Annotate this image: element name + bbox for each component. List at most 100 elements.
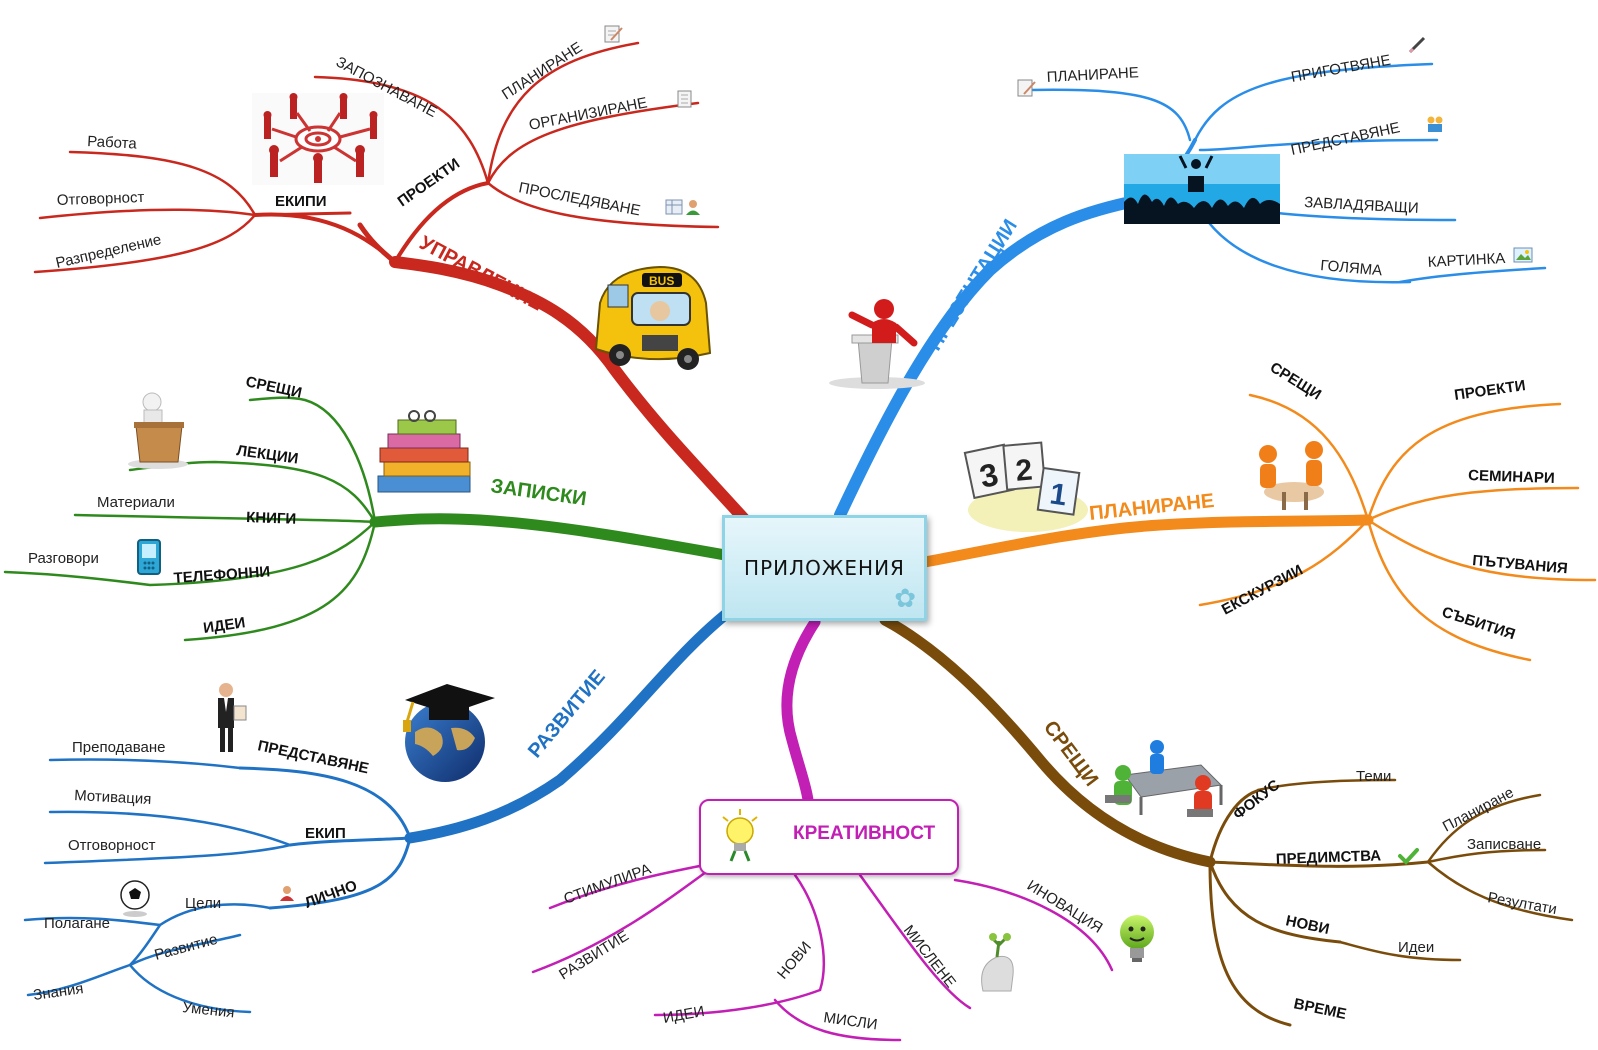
creativity-item-idei: ИДЕИ	[662, 1003, 706, 1027]
meetings-focus-line	[1208, 788, 1262, 864]
projects-item-planirane-line	[486, 41, 640, 185]
meetings-adv-rezultati-line	[1426, 860, 1574, 922]
planning-item-ekskurzii-line	[1198, 518, 1370, 607]
table-user-icon	[665, 199, 700, 215]
calendar-digit-1: 1	[1048, 477, 1069, 512]
creativity-item-misli-line	[773, 998, 902, 1042]
concert-crowd-image	[1124, 154, 1280, 224]
projects-item-zapoznavane-line	[313, 75, 490, 185]
development-team-item-otgovornost: Отговорност	[68, 837, 156, 854]
calendar-countdown-image: 3 2 1	[963, 441, 1088, 532]
meetings-time-line	[1208, 860, 1292, 1027]
development-presenting-prepodavane-line	[48, 758, 242, 770]
branch-notes	[3, 396, 731, 642]
teams-item-otgovornost: Отговорност	[57, 189, 145, 209]
planning-item-seminari-line	[1366, 486, 1580, 522]
development-personal-znaniya-line	[26, 963, 132, 997]
team-target-image	[252, 93, 384, 185]
presentations-item-golyama: ГОЛЯМА	[1320, 257, 1383, 279]
meetings-focus-tema-line	[1256, 778, 1397, 792]
development-team-item-motivaciya: Мотивация	[74, 787, 152, 808]
development-personal-item-razvitie: Развитие	[153, 931, 220, 964]
development-team-line	[288, 836, 412, 847]
presentations-item-predstavyane: ПРЕДСТАВЯНЕ	[1289, 119, 1401, 159]
meetings-focus-label: ФОКУС	[1230, 776, 1283, 823]
meetings-adv-zapisvane-line	[1426, 848, 1547, 864]
planning-main-line	[919, 514, 1374, 568]
management-main-line	[389, 256, 751, 526]
development-presenting-line	[238, 766, 412, 840]
presentations-item-kartinka-line	[1398, 266, 1547, 284]
planning-item-patuvaniya: ПЪТУВАНИЯ	[1472, 552, 1569, 577]
notes-item-telefonni-line	[3, 520, 377, 587]
notes-item-telefonni: ТЕЛЕФОННИ	[173, 563, 271, 587]
bus-sign-text: BUS	[649, 274, 674, 288]
planning-item-sreshti: СРЕЩИ	[1267, 359, 1324, 404]
notes-label: ЗАПИСКИ	[489, 475, 588, 510]
soccer-ball-image	[120, 880, 150, 917]
creativity-item-stimulira: СТИМУЛИРА	[562, 861, 654, 908]
plant-head-image	[981, 933, 1014, 992]
person-icon	[280, 886, 294, 901]
projects-item-prosledyavane-line	[486, 181, 720, 229]
development-personal-line	[268, 836, 412, 910]
projects-connector	[393, 181, 490, 264]
list-document-icon	[677, 90, 692, 108]
meetings-adv-item-planirane: Планиране	[1440, 784, 1517, 836]
teams-label: ЕКИПИ	[275, 193, 327, 210]
branch-planning	[919, 393, 1597, 662]
creativity-topic-box[interactable]: КРЕАТИВНОСТ	[699, 799, 959, 875]
central-topic-label: ПРИЛОЖЕНИЯ	[744, 556, 905, 580]
creativity-item-novi: НОВИ	[774, 938, 815, 982]
speaker-podium-image	[829, 299, 925, 389]
development-team-motivaciya-line	[48, 810, 292, 847]
teams-item-otgovornost-line	[38, 208, 257, 220]
notes-item-knigi: КНИГИ	[246, 509, 297, 528]
development-personal-celi-line	[158, 903, 272, 927]
meetings-adv-item-zapisvane: Записване	[1467, 836, 1541, 853]
lecturer-desk-image	[128, 392, 188, 469]
note-pencil-icon	[604, 25, 623, 43]
planning-item-sreshti-line	[1248, 393, 1370, 522]
notes-item-sreshti-line	[248, 396, 377, 524]
note-pencil-icon	[1017, 79, 1036, 97]
presentations-item-zavladyavashti: ЗАВЛАДЯВАЩИ	[1304, 194, 1419, 217]
calendar-digit-2: 2	[1014, 453, 1034, 487]
planning-item-seminari: СЕМИНАРИ	[1468, 467, 1555, 487]
teams-item-rabota-line	[68, 150, 257, 217]
planning-item-patuvaniya-line	[1366, 518, 1597, 582]
teams-item-razpredelenie-line	[33, 213, 257, 274]
meetings-focus-item-temi: Теми	[1356, 768, 1391, 785]
branch-meetings	[879, 614, 1574, 1027]
development-personal-item-celi: Цели	[185, 895, 221, 912]
lightbulb-icon	[722, 809, 758, 862]
notes-main-line	[369, 513, 731, 561]
development-team-label: ЕКИП	[305, 825, 346, 842]
teams-underline	[253, 211, 352, 217]
creativity-item-novi-line	[793, 873, 826, 992]
creativity-item-inovaciya: ИНОВАЦИЯ	[1024, 877, 1106, 937]
books-stack-image	[377, 410, 471, 493]
mobile-phone-icon	[137, 539, 161, 575]
notes-item-idei: ИДЕИ	[202, 614, 246, 637]
planning-item-ekskurzii: ЕКСКУРЗИИ	[1219, 562, 1306, 619]
planning-item-proekti-line	[1366, 402, 1562, 522]
school-bus-image: BUS	[594, 265, 712, 370]
presenter-people-icon	[1427, 116, 1443, 132]
central-topic-box[interactable]: ПРИЛОЖЕНИЯ ✿	[722, 515, 927, 621]
creativity-main-line	[781, 616, 821, 806]
development-personal-item-znaniya: Знания	[32, 980, 84, 1004]
presentations-item-predstavyane-line	[1198, 138, 1439, 152]
businessman-image	[218, 683, 247, 752]
pencil-icon	[1408, 36, 1426, 54]
projects-label: ПРОЕКТИ	[395, 155, 464, 210]
presentations-item-planirane: ПЛАНИРАНЕ	[1046, 64, 1139, 86]
planning-item-sabitiya-line	[1366, 518, 1532, 662]
creativity-item-mislene-line	[858, 873, 972, 1010]
presentations-item-golyama-line	[1198, 208, 1412, 284]
notes-item-knigi-line	[73, 513, 377, 524]
teams-item-rabota: Работа	[87, 133, 138, 153]
presentations-label: ПРЕЗЕНТАЦИИ	[924, 216, 1022, 355]
development-team-otgovornost-line	[43, 843, 292, 865]
development-personal-razvitie-line	[128, 923, 162, 967]
